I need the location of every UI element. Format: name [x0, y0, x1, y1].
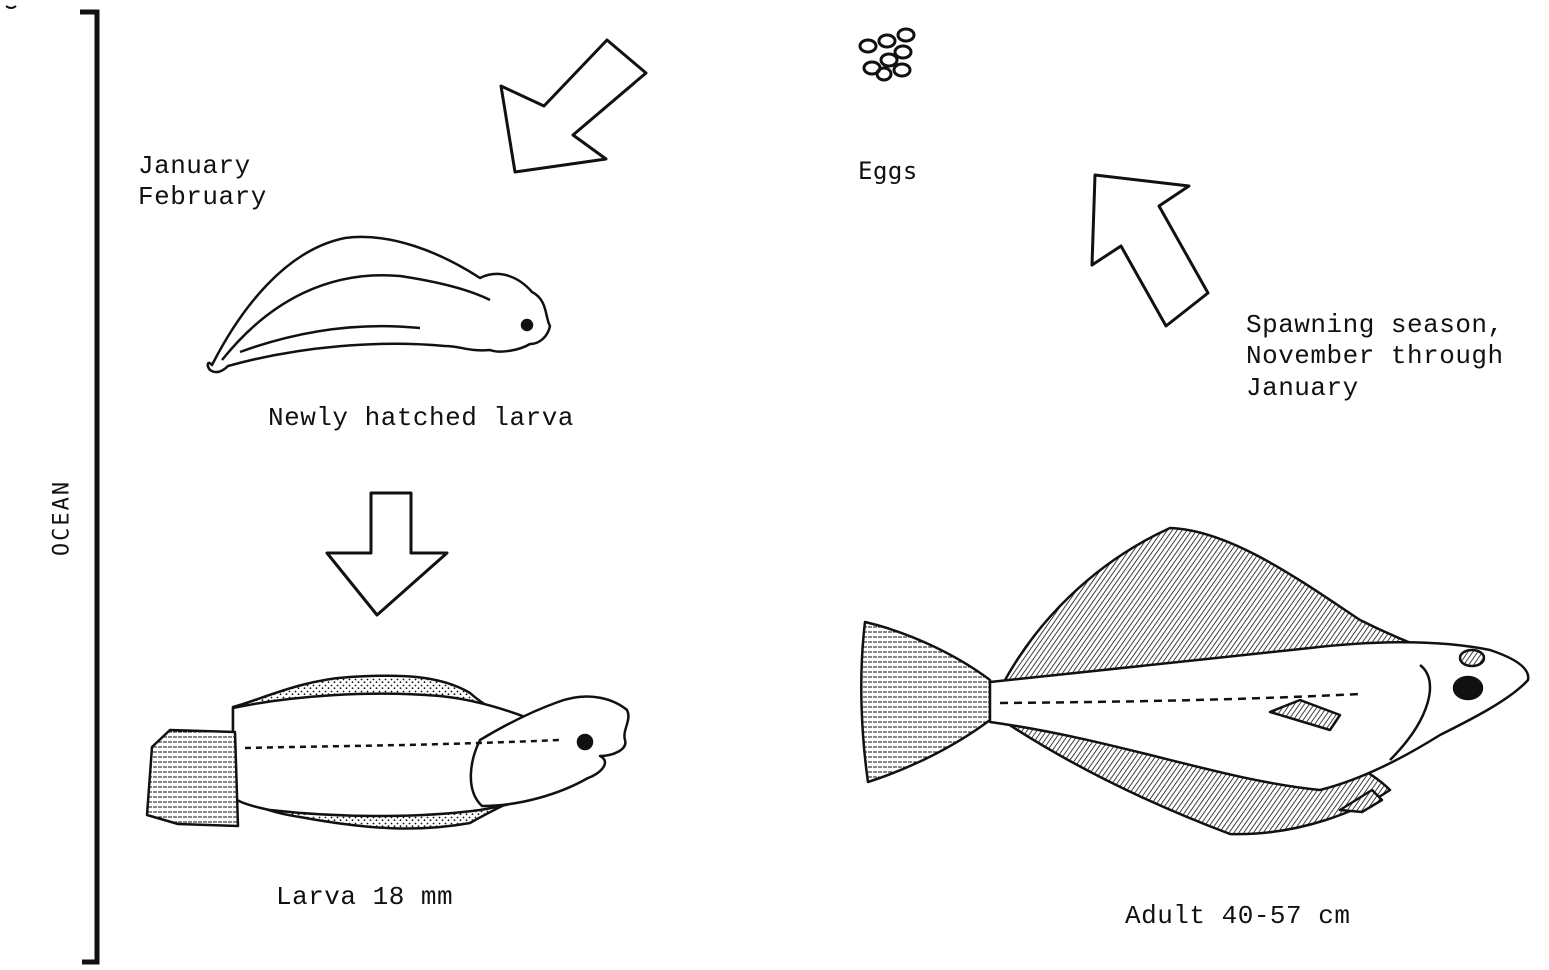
newly-hatched-larva-illustration	[208, 237, 550, 372]
spawning-line-1: Spawning season,	[1246, 309, 1504, 342]
spawning-line-3: January	[1246, 372, 1359, 405]
spawning-line-2: November through	[1246, 340, 1504, 373]
hatch-month-1: January	[138, 150, 251, 183]
ocean-label: OCEAN	[50, 480, 75, 556]
newly-hatched-label: Newly hatched larva	[268, 402, 574, 435]
hatch-month-2: February	[138, 181, 267, 214]
corner-mark	[6, 6, 16, 8]
adult-label: Adult 40-57 cm	[1125, 900, 1350, 933]
arrow-to-larva	[501, 40, 646, 172]
arrow-down	[327, 493, 447, 615]
larva-label: Larva 18 mm	[276, 881, 453, 914]
adult-flounder-illustration	[861, 528, 1528, 834]
ocean-bracket	[80, 12, 97, 962]
eggs-icon	[860, 29, 914, 80]
eggs-label: Eggs	[858, 155, 918, 188]
larva-18mm-illustration	[147, 676, 628, 829]
arrow-to-eggs	[1092, 175, 1208, 326]
